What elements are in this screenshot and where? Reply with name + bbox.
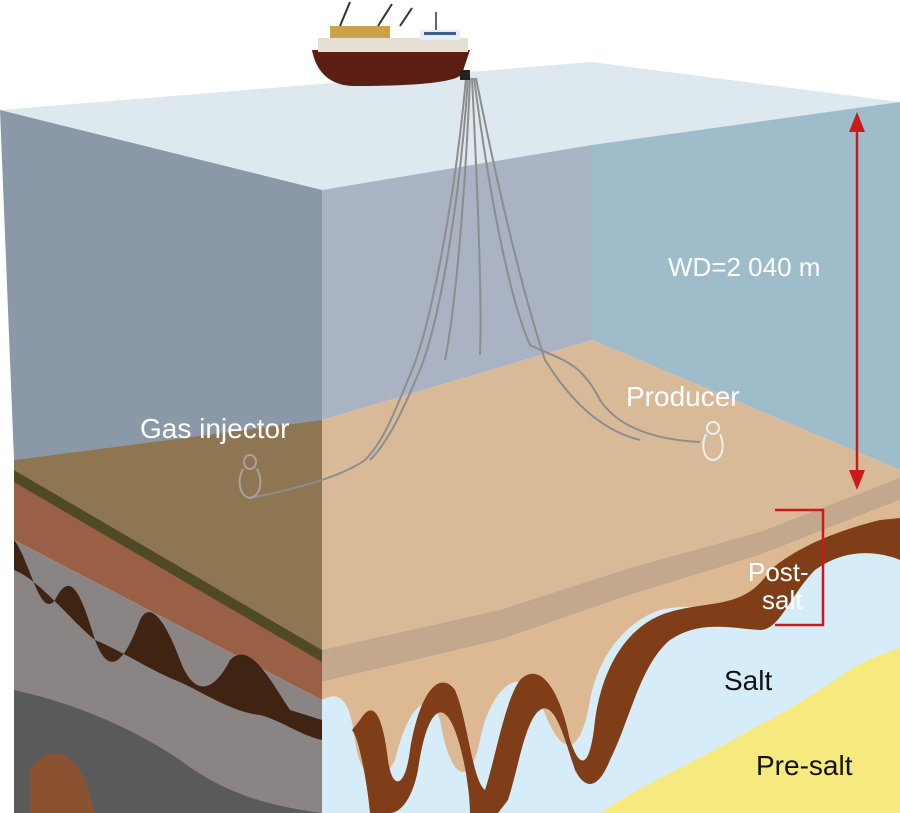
gas-injector-icon	[238, 454, 262, 500]
pre-salt-label: Pre-salt	[756, 750, 853, 781]
ship-icon	[312, 1, 470, 86]
water-right-face	[592, 102, 900, 470]
well-flowlines	[249, 77, 701, 499]
left-section-deep-grey	[14, 690, 322, 813]
post-salt-bracket	[775, 508, 825, 627]
post-salt-dark-fingers	[352, 518, 900, 813]
left-section-deep-pocket	[30, 753, 95, 813]
water-depth-arrow	[849, 112, 865, 490]
seabed-band	[322, 478, 900, 682]
left-section-brown	[14, 470, 322, 700]
water-back-face	[322, 145, 592, 420]
water-surface	[0, 62, 900, 190]
seabed-left-shade	[14, 420, 322, 650]
post-salt-label-line2: salt	[762, 585, 803, 615]
gas-injector-label: Gas injector	[140, 413, 289, 444]
left-section-dark-line	[14, 470, 322, 662]
water-left-face	[0, 110, 322, 520]
water-depth-label: WD=2 040 m	[668, 252, 820, 282]
producer-icon	[702, 421, 724, 462]
producer-label: Producer	[626, 381, 740, 412]
post-salt-label-line1: Post-	[748, 557, 809, 587]
pre-salt-layer	[600, 648, 900, 813]
salt-label: Salt	[724, 665, 772, 696]
left-section-dark-fingers	[14, 540, 322, 740]
